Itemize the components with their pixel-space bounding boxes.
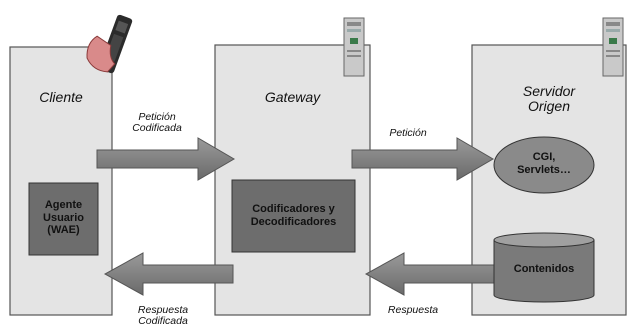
label-codificadores: Codificadores y Decodificadores [250, 203, 337, 228]
agente-usuario-box [28, 182, 99, 256]
mobile-phone-icon [86, 14, 133, 74]
arrow-respuesta-codificada [103, 252, 234, 296]
arrow-peticion-codificada [96, 137, 235, 181]
panel-title-cliente: Cliente [39, 89, 83, 105]
label-peticion: Petición [389, 127, 427, 139]
panel-title-gateway: Gateway [264, 89, 321, 105]
label-agente-usuario: Agente Usuario (WAE) [43, 199, 84, 237]
contenidos-cylinder [493, 232, 595, 303]
label-peticion-codificada: Petición Codificada [132, 111, 182, 135]
label-cgi: CGI, Servlets… [517, 151, 571, 176]
arrow-peticion [351, 137, 494, 181]
label-contenidos: Contenidos [513, 263, 575, 275]
server-tower-icon [602, 17, 624, 77]
cgi-ellipse [493, 136, 595, 194]
panel-cliente [9, 46, 113, 316]
label-respuesta: Respuesta [387, 304, 439, 316]
codificadores-box [231, 179, 356, 253]
server-tower-icon [343, 17, 365, 77]
arrow-respuesta [364, 252, 496, 296]
panel-title-servidor: Servidor Origen [522, 83, 576, 114]
label-respuesta-codificada: Respuesta Codificada [137, 304, 189, 328]
